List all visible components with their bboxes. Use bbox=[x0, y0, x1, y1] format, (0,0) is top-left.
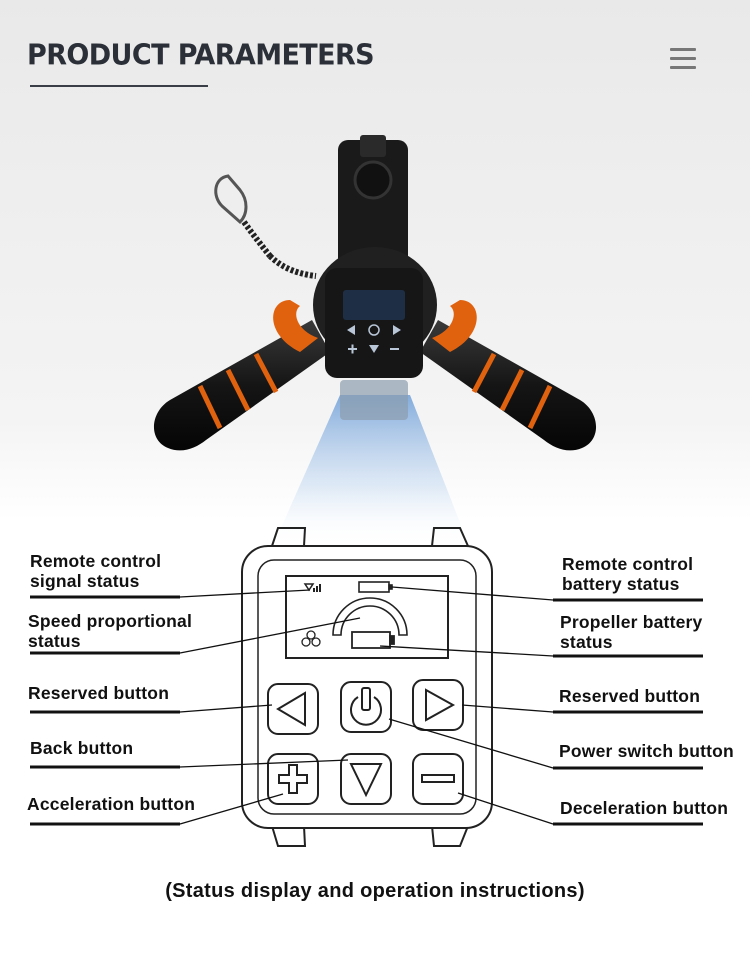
triangle-right-icon bbox=[425, 688, 456, 722]
title-underline bbox=[30, 85, 208, 87]
reserved-right-label: Reserved button bbox=[559, 686, 701, 706]
reserved-left-label: Reserved button bbox=[28, 683, 170, 703]
triangle-left-icon bbox=[276, 691, 306, 727]
power-switch-label: Power switch button bbox=[559, 741, 734, 761]
signal-status-label-line1: Remote control bbox=[30, 551, 162, 571]
callout-lines-left bbox=[30, 589, 361, 826]
triangle-down-icon bbox=[349, 763, 383, 798]
signal-status-label-line2: signal status bbox=[30, 571, 140, 591]
signal-icon bbox=[303, 583, 321, 592]
remote-screen bbox=[343, 290, 405, 320]
battery-status-label-line1: Remote control bbox=[562, 554, 694, 574]
propeller-battery-icon bbox=[351, 631, 395, 649]
callout-lines-right bbox=[379, 586, 703, 826]
light-beam bbox=[272, 395, 470, 548]
battery-status-label: Remote control battery status bbox=[562, 554, 693, 594]
reserved-left-button[interactable] bbox=[267, 683, 319, 735]
propeller-battery-label-line2: status bbox=[560, 632, 613, 652]
deceleration-label: Deceleration button bbox=[560, 798, 729, 818]
hamburger-menu-icon[interactable] bbox=[668, 46, 698, 72]
propeller-battery-label-line1: Propeller battery bbox=[560, 612, 703, 632]
power-switch-button[interactable] bbox=[340, 681, 392, 733]
speed-status-label-line2: status bbox=[28, 631, 81, 651]
speed-arc-icon bbox=[332, 597, 408, 636]
signal-status-label: Remote control signal status bbox=[30, 551, 161, 591]
status-screen bbox=[285, 575, 449, 659]
remote-straps bbox=[271, 527, 469, 847]
right-grip bbox=[420, 300, 597, 451]
back-label: Back button bbox=[30, 738, 134, 758]
battery-status-label-line2: battery status bbox=[562, 574, 680, 594]
power-icon bbox=[350, 687, 382, 726]
minus-icon bbox=[421, 774, 455, 783]
speed-status-label-line1: Speed proportional bbox=[28, 611, 193, 631]
propeller-battery-label: Propeller battery status bbox=[560, 612, 702, 652]
carabiner-lanyard bbox=[214, 174, 317, 279]
page-title: PRODUCT PARAMETERS bbox=[27, 39, 375, 72]
reserved-right-button[interactable] bbox=[412, 679, 464, 731]
left-grip bbox=[153, 300, 330, 451]
deceleration-button[interactable] bbox=[412, 753, 464, 805]
acceleration-button[interactable] bbox=[267, 753, 319, 805]
back-button[interactable] bbox=[340, 753, 392, 805]
speed-status-label: Speed proportional status bbox=[28, 611, 192, 651]
product-photo bbox=[153, 135, 597, 548]
plus-icon bbox=[278, 764, 308, 794]
propeller-icon bbox=[301, 630, 321, 647]
acceleration-label: Acceleration button bbox=[27, 794, 196, 814]
diagram-caption: (Status display and operation instructio… bbox=[165, 880, 585, 902]
